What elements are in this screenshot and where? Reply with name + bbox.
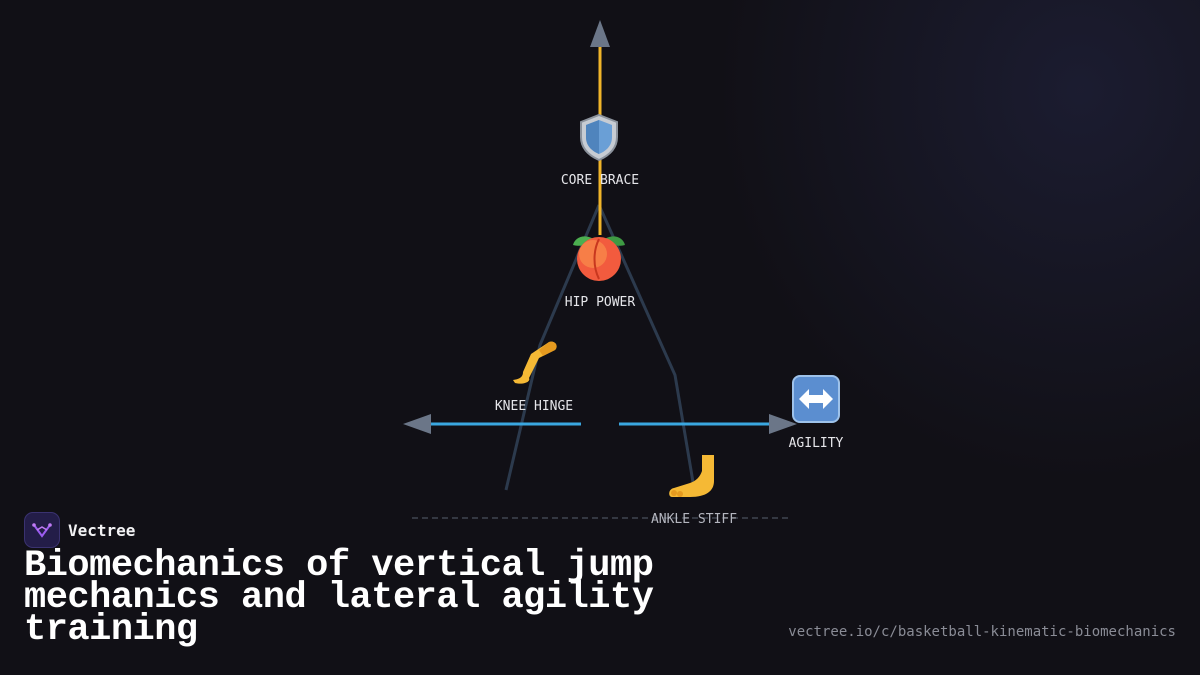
foot-icon [669,455,714,497]
node-label-knee-hinge: KNEE HINGE [494,399,574,414]
page-title: Biomechanics of vertical jump mechanics … [24,545,654,651]
left-right-arrow-icon [792,375,840,423]
node-label-hip-power: HIP POWER [564,295,636,310]
right-leg-line [597,204,696,489]
vectree-logo-icon [24,512,60,548]
left-arrowhead [403,414,431,434]
right-arrowhead [769,414,797,434]
node-label-agility: AGILITY [788,436,844,451]
brand-name: Vectree [68,520,136,540]
peach-icon [573,236,625,281]
source-url[interactable]: vectree.io/c/basketball-kinematic-biomec… [788,624,1176,640]
vertical-arrowhead [590,20,610,47]
shield-icon [580,113,618,162]
brand[interactable]: Vectree [24,512,135,548]
leg-icon [513,341,557,384]
node-label-ankle-stiff: ANKLE STIFF [650,512,738,527]
node-label-core-brace: CORE BRACE [560,173,640,188]
